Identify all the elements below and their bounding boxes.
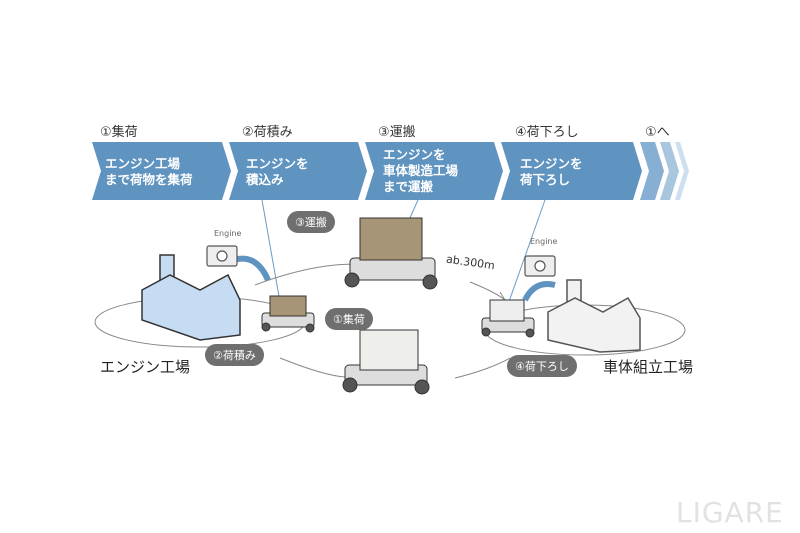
step-desc-line: 車体製造工場 [383,163,459,178]
process-arrow [92,142,689,200]
step-desc-line: 荷下ろし [520,172,571,187]
chevron-loop-3 [675,142,689,200]
bubble-load: ②荷積み [205,344,264,366]
robot-unloading [481,299,535,338]
step-desc-line: まで荷物を集荷 [105,172,193,187]
unload-arrow-icon [522,281,556,302]
step-desc-2: エンジンを 積込み [246,156,309,188]
factory-right-label: 車体組立工場 [603,358,694,376]
loop-label: ①へ [645,125,670,140]
bubble-transport: ③運搬 [287,211,335,233]
factory-left-illustration [141,254,241,341]
chevron-loop-2 [660,142,679,200]
watermark-logo: LIGARE [676,496,784,529]
engine-icon-left [206,245,238,267]
step-desc-line: エンジンを [246,156,309,171]
robot-loading [261,295,315,333]
step-desc-1: エンジン工場 まで荷物を集荷 [105,156,193,188]
engine-icon-right [524,255,556,277]
factory-left-label: エンジン工場 [100,358,191,376]
chevron-loop-1 [640,142,664,200]
bubble-collect: ①集荷 [325,308,373,330]
factory-right-illustration [547,279,641,353]
robot-collecting [342,329,430,395]
step-desc-4: エンジンを 荷下ろし [520,156,583,188]
step-label-2: ②荷積み [242,125,293,140]
step-label-4: ④荷下ろし [515,125,579,140]
step-desc-line: まで運搬 [383,179,434,194]
chevron-step-1 [92,142,231,200]
step-desc-line: エンジンを [383,147,446,162]
step-desc-3: エンジンを 車体製造工場 まで運搬 [383,147,458,195]
robot-transport [344,217,438,290]
chevron-step-4 [501,142,642,200]
bubble-unload: ④荷下ろし [507,355,577,377]
engine-label-right: Engine [530,237,558,246]
step-desc-line: エンジンを [520,156,583,171]
step-desc-line: 積込み [246,172,284,187]
step-label-3: ③運搬 [378,125,416,140]
engine-label-left: Engine [214,229,242,238]
chevron-step-2 [229,142,367,200]
chevron-step-3 [365,142,503,200]
step-desc-line: エンジン工場 [105,156,181,171]
step-label-1: ①集荷 [100,125,138,140]
